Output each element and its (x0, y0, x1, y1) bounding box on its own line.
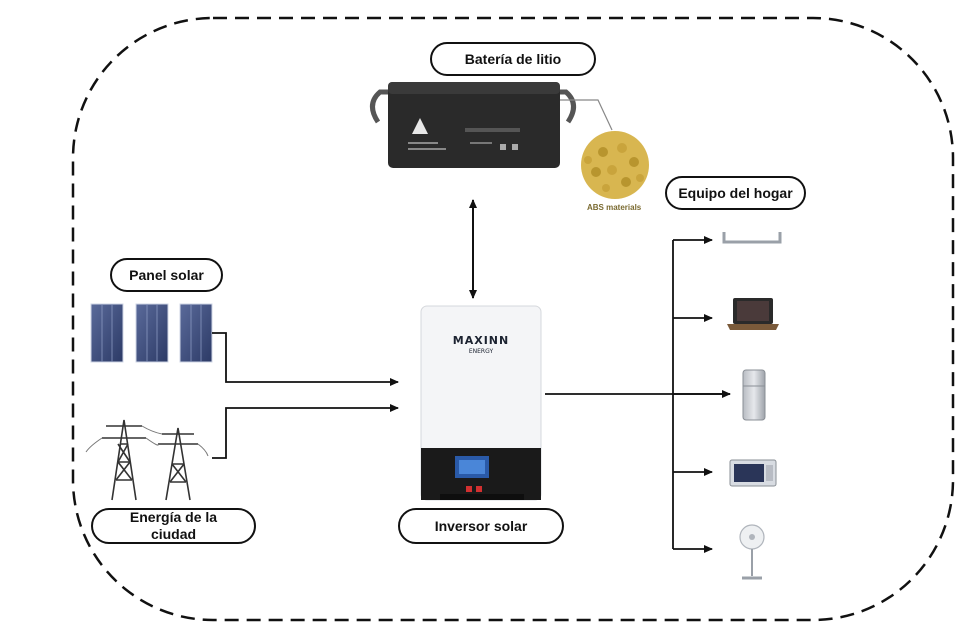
microwave-icon (729, 459, 777, 487)
battery-label: Batería de litio (430, 42, 596, 76)
standing-fan-icon (739, 524, 765, 580)
solar-panel-icon (90, 303, 213, 363)
refrigerator-icon (742, 369, 766, 421)
lithium-battery-icon (370, 82, 576, 168)
solar-inverter-icon (420, 305, 542, 501)
home-equipment-label-text: Equipo del hogar (678, 184, 793, 201)
inverter-label-text: Inversor solar (434, 517, 528, 534)
solar-to-inverter-arrow (212, 332, 399, 386)
battery-label-text: Batería de litio (464, 50, 562, 67)
city-grid-label: Energía de la ciudad (91, 508, 256, 544)
solar-panel-label-text: Panel solar (129, 266, 204, 283)
laptop-icon (727, 298, 779, 330)
solar-panel-label: Panel solar (110, 258, 223, 292)
ceiling-lamp-icon (722, 232, 782, 244)
inverter-label: Inversor solar (398, 508, 564, 544)
power-tower-icon (85, 419, 209, 501)
grid-to-inverter-arrow (212, 404, 399, 459)
abs-materials-icon (581, 131, 649, 199)
city-grid-label-line1: Energía de la (129, 509, 218, 525)
inverter-brand-sub: ENERGY (468, 348, 494, 355)
home-equipment-label: Equipo del hogar (665, 176, 806, 210)
system-boundary (71, 16, 955, 622)
abs-materials-label: ABS materials (587, 203, 642, 212)
city-grid-label-line2: ciudad (150, 526, 197, 542)
inverter-brand-name: MAXINN (452, 334, 510, 347)
abs-connector-line (560, 99, 613, 131)
